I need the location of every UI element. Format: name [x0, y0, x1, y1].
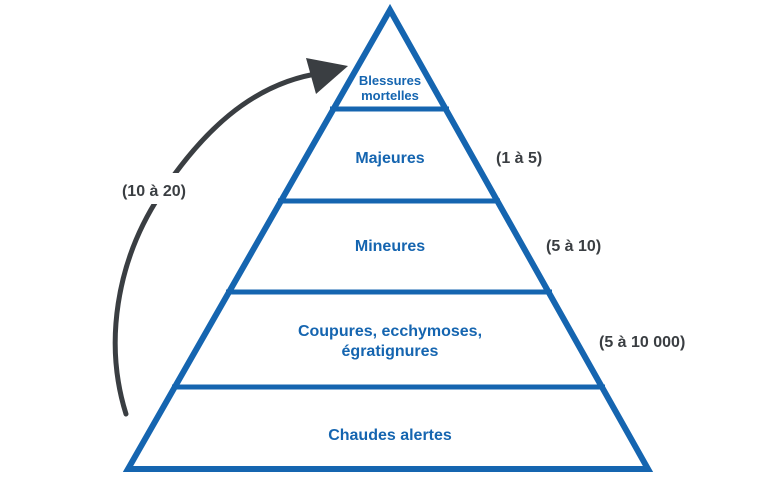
range-label-mineures: (5 à 10): [546, 238, 601, 255]
layer-label-coupures-line2: égratignures: [342, 343, 439, 360]
arrow-annotation-label: (10 à 20): [122, 183, 186, 200]
arrow-annotation-backdrop: [106, 173, 202, 204]
layer-label-blessures-line2: mortelles: [361, 88, 419, 103]
layer-label-majeures: Majeures: [355, 150, 424, 167]
range-label-coupures: (5 à 10 000): [599, 334, 685, 351]
range-label-majeures: (1 à 5): [496, 150, 542, 167]
layer-label-coupures-line1: Coupures, ecchymoses,: [298, 323, 482, 340]
frequency-arrow-head-icon: [306, 58, 348, 94]
layer-label-mineures: Mineures: [355, 238, 425, 255]
layer-label-blessures-line1: Blessures: [359, 73, 421, 88]
layer-label-chaudes-alertes: Chaudes alertes: [328, 427, 452, 444]
pyramid-outline: [122, 3, 654, 472]
